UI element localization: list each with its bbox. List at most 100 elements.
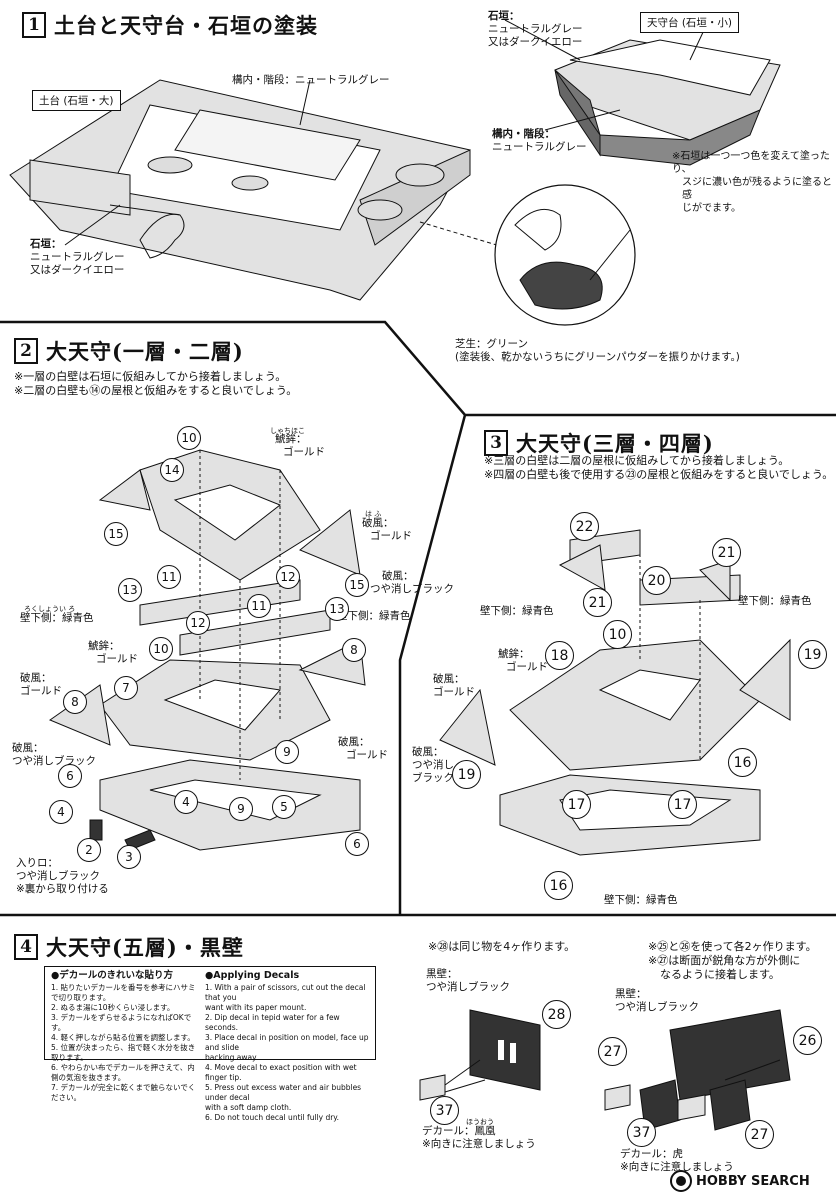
ishigaki-label-left: 石垣： ニュートラルグレー 又はダークイエロー [30, 238, 125, 276]
hafu-ruby: は ふ [365, 510, 382, 518]
gable-19a [439, 688, 496, 766]
section-number: 2 [14, 338, 38, 364]
part-callout: 8 [342, 638, 366, 662]
part-callout: 21 [583, 588, 612, 617]
part-callout: 26 [793, 1026, 822, 1055]
section-2-notes: ※一層の白壁は石垣に仮組みしてから接着しましょう。 ※二層の白壁も⑭の屋根と仮組… [14, 370, 298, 397]
ishigaki-note: ※石垣は一つ一つ色を変えて塗ったり、 スジに濃い色が残るように塗ると感 じがでま… [672, 151, 832, 214]
s3-shachi-label: 鯱鉾： ゴールド [498, 648, 548, 673]
hobby-search-text: HOBBY SEARCH [696, 1173, 810, 1189]
s3-hafu-black: 破風： つや消し ブラック [412, 746, 454, 784]
kurokabe-left-label: 黒壁： つや消しブラック [426, 968, 510, 993]
kabeshita-right-label: 壁下側：緑青色 [337, 610, 411, 622]
section-3-header: 3 大天守(三層・四層) [484, 428, 714, 458]
gable-15a [98, 469, 151, 511]
part-callout: 28 [542, 1000, 571, 1029]
hafu-left-black: 破風： つや消しブラック [12, 742, 96, 767]
section-2-header: 2 大天守(一層・二層) [14, 336, 244, 366]
hafu-left-gold: 破風： ゴールド [20, 672, 62, 697]
s4-note-right: ※㉕と㉖を使って各2ヶ作ります。 ※㉗は断面が鋭角な方が外側に なるように接着し… [648, 940, 817, 981]
part-callout: 37 [430, 1096, 459, 1125]
section-4-illustration [419, 1009, 791, 1131]
ishigaki-label-right: 石垣： ニュートラルグレー 又はダークイエロー [488, 10, 583, 48]
hafu-black-label: 破風： つや消しブラック [370, 570, 454, 595]
part-callout: 10 [603, 620, 632, 649]
part-callout: 27 [745, 1120, 774, 1149]
hobby-search-logo: HOBBY SEARCH [670, 1170, 810, 1192]
decal-en-column: ●Applying Decals 1. With a pair of sciss… [205, 970, 369, 1123]
part-callout: 10 [149, 637, 173, 661]
part-callout: 7 [114, 676, 138, 700]
part-callout: 13 [118, 578, 142, 602]
part-callout: 19 [452, 760, 481, 789]
part-callout: 16 [728, 748, 757, 777]
part-callout: 12 [276, 565, 300, 589]
tenshudai-label: 天守台 (石垣・小) [640, 12, 740, 33]
hobby-search-logo-icon [670, 1170, 692, 1192]
black-wall-26 [669, 1009, 791, 1101]
shachi2-label: 鯱鉾： ゴールド [88, 640, 138, 665]
kabeshita-left-label: 壁下側：緑青色 [20, 612, 94, 624]
part-callout: 15 [345, 573, 369, 597]
section-title: 大天守(三層・四層) [516, 431, 714, 456]
gable-21a [558, 544, 606, 591]
section-number: 4 [14, 934, 38, 960]
part-callout: 19 [798, 640, 827, 669]
part-callout: 27 [598, 1037, 627, 1066]
part-callout: 22 [570, 512, 599, 541]
decal-tora-b [677, 1094, 706, 1121]
part-callout: 11 [157, 565, 181, 589]
part-callout: 5 [272, 795, 296, 819]
part-callout: 8 [63, 690, 87, 714]
section-title: 土台と天守台・石垣の塗装 [54, 13, 318, 38]
part-callout: 6 [58, 764, 82, 788]
decal-jp-column: ●デカールのきれいな貼り方 1. 貼りたいデカールを番号を参考にハサミで切り取り… [51, 970, 196, 1103]
dodai-wall-left [29, 159, 131, 216]
section-1-header: 1 土台と天守台・石垣の塗装 [22, 10, 318, 40]
part-callout: 20 [642, 566, 671, 595]
shachihoko-ruby: しゃちほこ [270, 427, 305, 435]
section-number: 3 [484, 430, 508, 456]
section-1-illustration [9, 19, 781, 326]
section-title: 大天守(一層・二層) [46, 339, 244, 364]
s3-hafu-gold: 破風： ゴールド [433, 673, 475, 698]
part-callout: 12 [186, 611, 210, 635]
s3-kabeshita-top-left: 壁下側：緑青色 [480, 605, 554, 617]
part-callout: 16 [544, 871, 573, 900]
part-callout: 37 [627, 1118, 656, 1147]
rokushou-ruby: ろくしょうい ろ [24, 605, 76, 613]
decal-houou-label: デカール：鳳凰 ※向きに注意しましょう [422, 1125, 536, 1150]
black-wall-28 [469, 1009, 541, 1091]
decal-instructions-box: ●デカールのきれいな貼り方 1. 貼りたいデカールを番号を参考にハサミで切り取り… [44, 966, 376, 1122]
section-2-illustration [48, 449, 366, 851]
decal-tora-a [604, 1084, 631, 1111]
dodai-label: 土台 (石垣・大) [32, 90, 121, 111]
decal-tora-label: デカール：虎 ※向きに注意しましょう [620, 1148, 734, 1173]
part-callout: 6 [345, 832, 369, 856]
kakunai-label-top: 構内・階段：ニュートラルグレー [232, 74, 390, 86]
kakunai-label-right: 構内・階段： ニュートラルグレー [492, 128, 587, 153]
part-callout: 13 [325, 597, 349, 621]
hafu-gold-label: 破風： ゴールド [362, 517, 412, 542]
part-callout: 18 [545, 641, 574, 670]
part-callout: 9 [229, 797, 253, 821]
houou-ruby: ほうおう [466, 1118, 494, 1126]
gable-15b [299, 509, 361, 576]
part-callout: 17 [668, 790, 697, 819]
part-callout: 11 [247, 594, 271, 618]
black-wall-27b [709, 1079, 751, 1131]
shachihoko-label: 鯱鉾： ゴールド [275, 433, 325, 458]
wall-11a [139, 579, 301, 626]
gable-21b [699, 559, 731, 602]
part-callout: 14 [160, 458, 184, 482]
part-callout: 3 [117, 845, 141, 869]
decal-houou [419, 1074, 446, 1101]
iriguchi-label: 入りロ： つや消しブラック ※裏から取り付ける [16, 857, 109, 895]
section-number: 1 [22, 12, 46, 38]
part-callout: 4 [49, 800, 73, 824]
part-callout: 17 [562, 790, 591, 819]
s4-note-left: ※㉘は同じ物を4ヶ作ります。 [428, 940, 576, 953]
hafu-right-gold: 破風： ゴールド [338, 736, 388, 761]
part-callout: 21 [712, 538, 741, 567]
kurokabe-right-label: 黒壁： つや消しブラック [615, 988, 699, 1013]
